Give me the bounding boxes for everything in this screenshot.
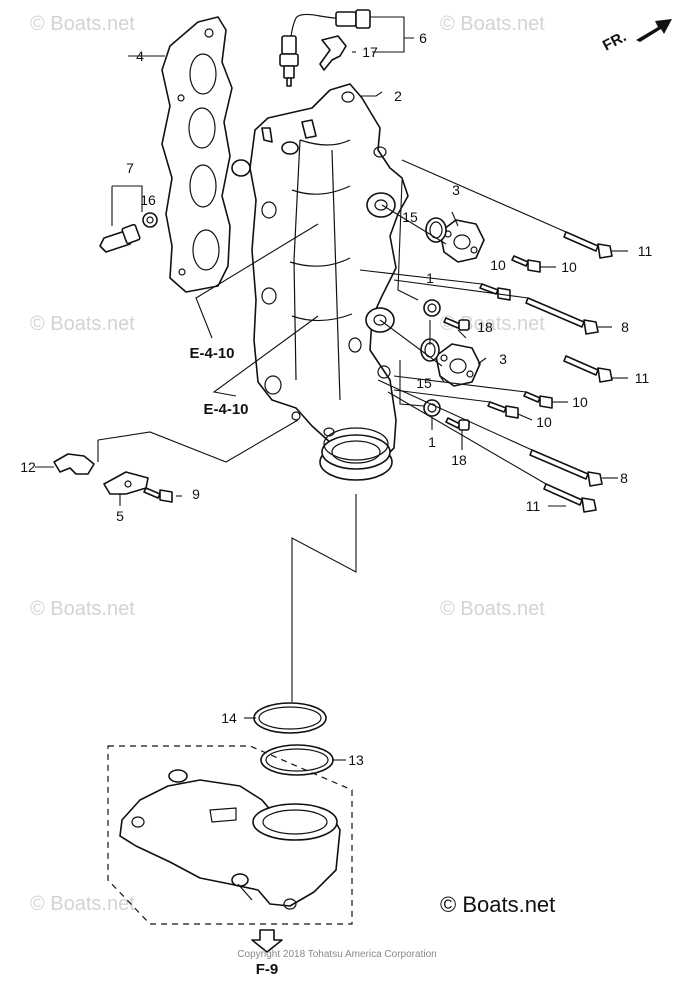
- front-direction-indicator: FR.: [600, 19, 672, 55]
- front-arrow-icon: [636, 19, 672, 42]
- bolt-part-10-d: [487, 401, 519, 419]
- callout-10: 10: [572, 394, 588, 410]
- copyright-text: Copyright 2018 Tohatsu America Corporati…: [237, 949, 436, 960]
- callout-18: 18: [451, 452, 467, 468]
- bolt-part-11-upper: [563, 231, 613, 259]
- callout-10: 10: [490, 257, 506, 273]
- callout-3: 3: [499, 351, 507, 367]
- f9-down-arrow-icon: [251, 929, 283, 953]
- exhaust-manifold-part-2: [231, 83, 409, 481]
- callout-labels: 1 1 2 3 3 4 5 6 7 8 8 9 10 10 10 10 11 1…: [20, 30, 652, 768]
- watermark: © Boats.net: [440, 598, 545, 620]
- bolt-part-11-lower: [543, 483, 597, 513]
- section-reference-link[interactable]: F-9: [256, 961, 279, 978]
- callout-12: 12: [20, 459, 36, 475]
- bolt-part-11-middle: [563, 355, 613, 383]
- callout-15: 15: [416, 375, 432, 391]
- o-ring-part-14: [253, 702, 327, 734]
- callout-1: 1: [428, 434, 436, 450]
- bolt-part-10-c: [523, 391, 553, 409]
- front-label: FR.: [600, 28, 629, 54]
- callout-5: 5: [116, 508, 124, 524]
- callout-18: 18: [477, 319, 493, 335]
- bracket-part-5: [103, 471, 149, 495]
- callout-9: 9: [192, 486, 200, 502]
- bolt-part-9: [143, 487, 173, 503]
- cover-plate-part-3-upper: [439, 219, 485, 263]
- watermark: © Boats.net: [30, 313, 135, 335]
- callout-2: 2: [394, 88, 402, 104]
- callout-11: 11: [638, 243, 653, 259]
- cover-plate-part-3-lower: [435, 343, 481, 387]
- callout-10: 10: [561, 259, 577, 275]
- callout-7: 7: [126, 160, 134, 176]
- bolt-part-8-lower: [529, 449, 603, 487]
- section-reference-link[interactable]: E-4-10: [203, 401, 248, 418]
- bolt-part-18-upper: [443, 317, 470, 331]
- section-reference-link[interactable]: E-4-10: [189, 345, 234, 362]
- o-ring-part-13: [260, 744, 334, 776]
- callout-17: 17: [362, 44, 378, 60]
- o-ring-part-15-upper: [425, 217, 447, 243]
- gasket-part-4: [161, 16, 233, 293]
- callout-6: 6: [419, 30, 427, 46]
- credit-text: © Boats.net: [440, 892, 555, 917]
- callout-1: 1: [426, 270, 434, 286]
- callout-16: 16: [140, 192, 156, 208]
- callout-4: 4: [136, 48, 144, 64]
- clamp-part-12: [53, 453, 95, 475]
- sensor-part-6: [279, 9, 371, 87]
- callout-10: 10: [536, 414, 552, 430]
- callout-15: 15: [402, 209, 418, 225]
- watermark-layer: © Boats.net © Boats.net © Boats.net © Bo…: [30, 13, 545, 915]
- callout-11: 11: [635, 370, 650, 386]
- watermark: © Boats.net: [30, 893, 135, 915]
- callout-8: 8: [621, 319, 629, 335]
- callout-13: 13: [348, 752, 364, 768]
- bolt-part-8-upper: [525, 297, 599, 335]
- clip-part-17: [319, 35, 347, 71]
- watermark: © Boats.net: [440, 13, 545, 35]
- watermark: © Boats.net: [30, 13, 135, 35]
- watermark: © Boats.net: [30, 598, 135, 620]
- callout-3: 3: [452, 182, 460, 198]
- sensor-part-7: [99, 212, 158, 253]
- collar-part-1-upper: [423, 299, 441, 317]
- bolt-part-10-a: [511, 255, 541, 273]
- leader-lines: [35, 16, 628, 761]
- bolt-part-18-lower: [445, 417, 470, 431]
- callout-8: 8: [620, 470, 628, 486]
- callout-14: 14: [221, 710, 237, 726]
- callout-11: 11: [526, 498, 541, 514]
- assembly-reference-box-f9: [107, 745, 353, 925]
